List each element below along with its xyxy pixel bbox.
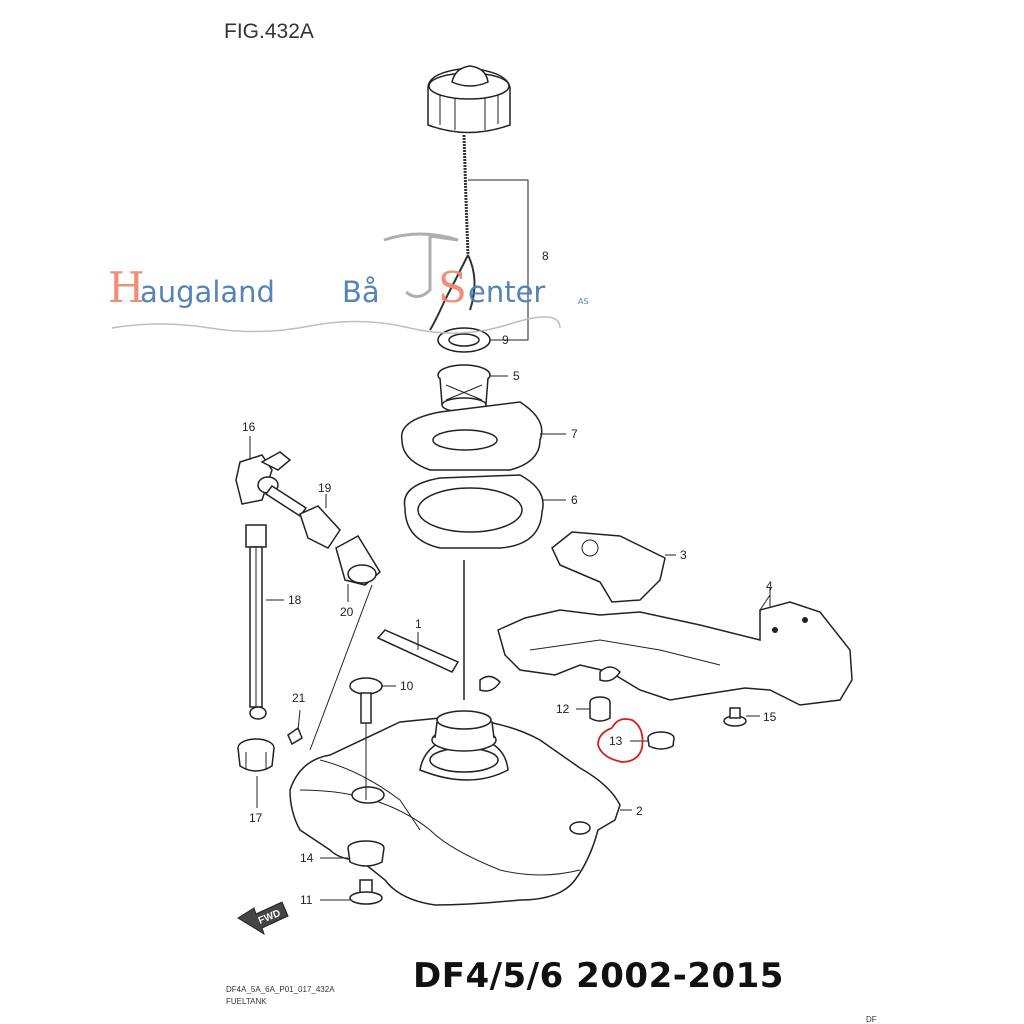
fuel-filter-part-20: [335, 534, 381, 586]
watermark-word1: augaland: [140, 275, 275, 309]
callout-bracket-8: [468, 179, 529, 341]
watermark-suffix: AS: [578, 297, 589, 306]
tether-strap-part: [429, 134, 476, 331]
bracket-part-4: [479, 593, 853, 706]
callout-9: 9: [502, 333, 509, 347]
forward-direction-arrow: FWD: [237, 901, 289, 936]
rod-part-18: [245, 524, 267, 720]
strainer-part: [437, 364, 491, 413]
mount-part-14: [347, 840, 385, 867]
callout-17: 17: [249, 811, 263, 825]
figure-name: FUELTANK: [226, 997, 267, 1006]
wave-line: [111, 316, 561, 334]
gasket-part: [437, 327, 491, 353]
watermark-word2: Bå: [342, 275, 380, 309]
fuel-cock-part-16: [235, 451, 292, 505]
bolt-part-10: [349, 677, 383, 800]
highlight-circle: [597, 718, 644, 763]
nut-part-17: [237, 738, 275, 772]
callout-10: 10: [400, 679, 414, 693]
model-caption: DF4/5/6 2002-2015: [413, 956, 784, 996]
callout-19: 19: [318, 481, 332, 495]
callout-3: 3: [680, 548, 687, 562]
figure-title: FIG.432A: [224, 20, 314, 43]
callout-12: 12: [556, 702, 570, 716]
figure-code: DF4A_5A_6A_P01_017_432A: [226, 985, 335, 994]
callout-6: 6: [571, 493, 578, 507]
rod-part-1: [376, 629, 460, 673]
spacer-part-12: [589, 696, 611, 722]
corner-code: DF: [866, 1015, 877, 1024]
gasket-plate-7: [400, 401, 543, 471]
watermark-word3: enter: [468, 275, 545, 309]
tank-filler-neck: [419, 710, 509, 781]
callout-11: 11: [300, 893, 313, 907]
watermark-initial-s: S: [438, 263, 467, 312]
callout-20: 20: [340, 605, 354, 619]
anchor-icon: [383, 232, 459, 298]
callout-5: 5: [513, 369, 520, 383]
callout-8: 8: [542, 249, 549, 263]
callout-16: 16: [242, 420, 256, 434]
callout-14: 14: [300, 851, 314, 865]
callout-21: 21: [292, 691, 306, 705]
grommet-part-13: [647, 731, 675, 750]
gasket-plate-6: [403, 474, 544, 549]
callout-4: 4: [766, 579, 773, 593]
watermark-initial-h: H: [108, 263, 145, 312]
callout-18: 18: [288, 593, 302, 607]
pin-part-11: [349, 879, 383, 905]
watermark-logo: H augaland Bå S enter AS: [108, 232, 589, 334]
callout-7: 7: [571, 427, 578, 441]
callout-1: 1: [415, 617, 422, 631]
screw-part-21: [287, 709, 303, 746]
fuel-hose-part-19: [264, 484, 341, 549]
callout-2: 2: [636, 804, 643, 818]
callout-15: 15: [763, 710, 777, 724]
bolt-part-15: [723, 707, 747, 727]
fuel-cap-part: [427, 65, 511, 134]
bracket-part-3: [551, 531, 666, 603]
callout-13: 13: [609, 734, 623, 748]
